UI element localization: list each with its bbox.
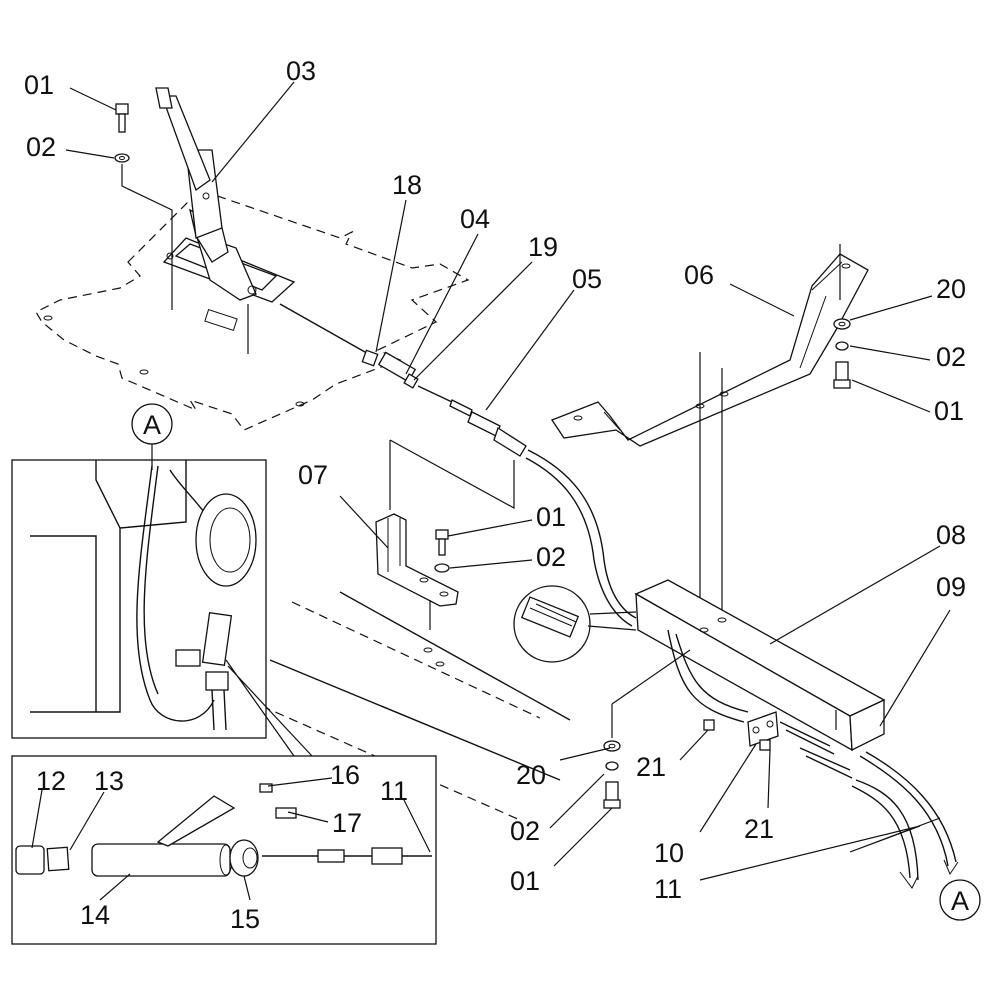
washer-20-right (833, 318, 851, 330)
callout-01-bottom: 01 (510, 866, 540, 896)
detail-ref-top-label: A (143, 410, 161, 440)
adjuster-nuts (361, 349, 419, 389)
callout-13: 13 (94, 766, 124, 796)
callout-leaders (31, 81, 951, 901)
callout-02-mid: 02 (536, 542, 566, 572)
cable-05 (449, 399, 637, 627)
callout-10: 10 (654, 838, 684, 868)
callout-02-top: 02 (26, 132, 56, 162)
callout-06: 06 (684, 260, 714, 290)
cable-inner (675, 633, 749, 713)
callout-04: 04 (460, 204, 490, 234)
washer-20-bottom (603, 740, 621, 752)
callout-20-right: 20 (936, 274, 966, 304)
washer-02-right (835, 341, 849, 351)
bracket-07 (375, 513, 459, 607)
callout-11-main: 11 (654, 874, 682, 904)
detail-ref-bottom-label: A (951, 886, 969, 916)
callout-21-right: 21 (744, 814, 774, 844)
callout-16: 16 (330, 760, 360, 790)
bracket-06 (551, 253, 869, 447)
callout-09: 09 (936, 572, 966, 602)
callout-numbers: 01 02 03 18 04 19 05 06 20 02 01 07 01 0… (24, 56, 966, 934)
frame-rails (247, 591, 571, 821)
nut-21 (703, 719, 771, 751)
channel-08 (634, 579, 886, 752)
handbrake-lever (155, 87, 296, 303)
bolt-01-mid (435, 529, 449, 556)
detail-ref-bottom: A (939, 879, 981, 921)
washer-02-top (114, 153, 130, 163)
callout-02-right: 02 (936, 342, 966, 372)
floor-plate (35, 189, 470, 431)
callout-17: 17 (332, 808, 362, 838)
callout-01-mid: 01 (536, 502, 566, 532)
bolt-01-bottom (603, 781, 621, 809)
callout-20-bottom: 20 (516, 760, 546, 790)
callout-01-right: 01 (934, 396, 964, 426)
detail-ref-top: A (131, 403, 173, 470)
lever-cable (279, 303, 373, 357)
washer-02-mid (434, 563, 450, 573)
callout-01-top: 01 (24, 70, 54, 100)
callout-14: 14 (80, 900, 110, 930)
callout-08: 08 (936, 520, 966, 550)
callout-03: 03 (286, 56, 316, 86)
callout-21-left: 21 (636, 752, 666, 782)
connector-detail-circle (513, 585, 637, 663)
washer-02-bottom (605, 761, 619, 771)
plate-10 (747, 711, 779, 747)
callout-05: 05 (572, 264, 602, 294)
callout-15: 15 (230, 904, 260, 934)
callout-12: 12 (36, 766, 66, 796)
callout-02-bottom: 02 (510, 816, 540, 846)
bolt-01-top (115, 103, 129, 133)
callout-19: 19 (528, 232, 558, 262)
bolt-01-right (833, 361, 851, 389)
callout-18: 18 (392, 170, 422, 200)
callout-07: 07 (298, 460, 328, 490)
callout-11-detail: 11 (380, 776, 408, 806)
detail-box-bottom (11, 755, 437, 945)
detail-box-top (11, 459, 267, 739)
